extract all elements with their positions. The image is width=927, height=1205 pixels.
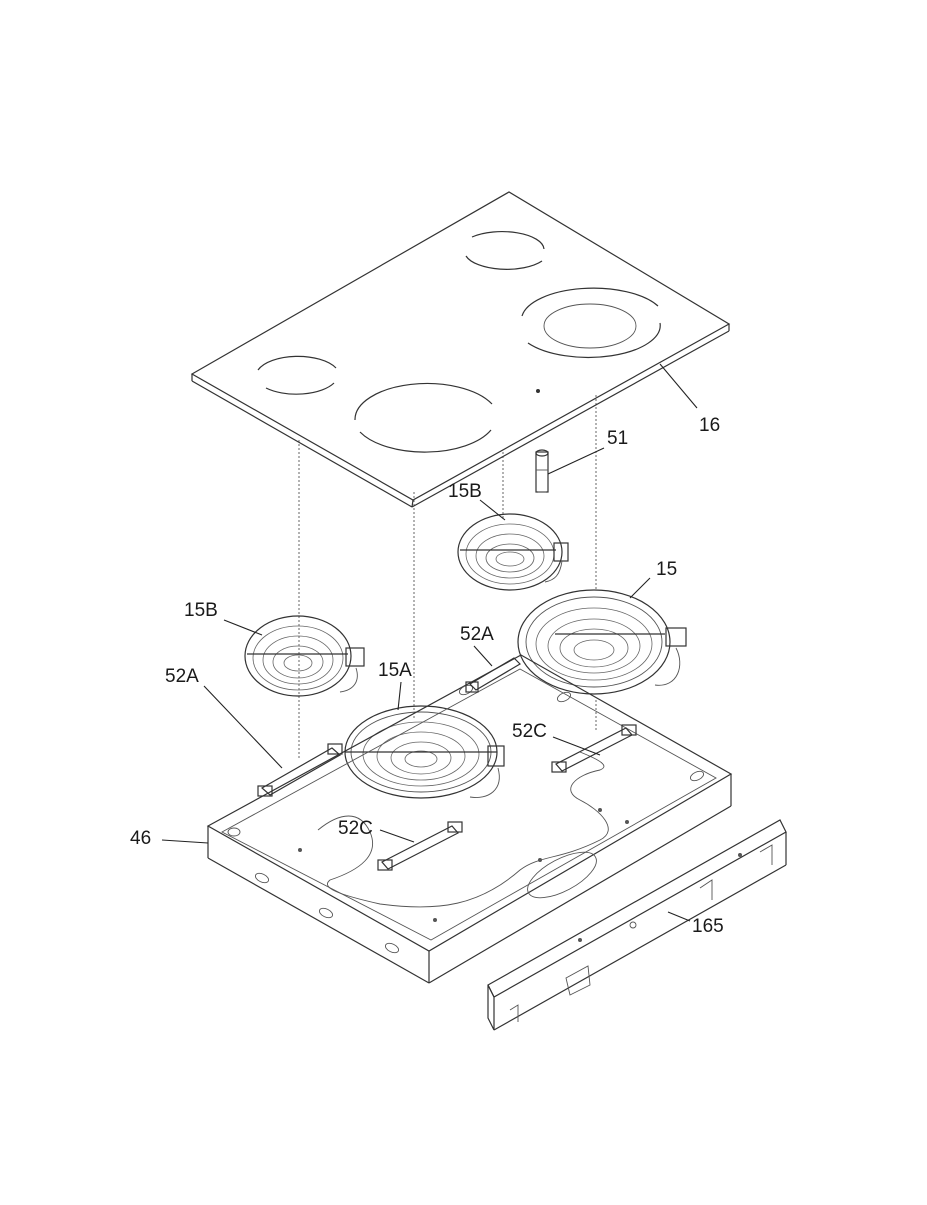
label-16: 16 bbox=[699, 415, 720, 436]
bracket-52c-front bbox=[377, 821, 463, 871]
label-52c-right: 52C bbox=[512, 721, 547, 742]
label-52a-rear: 52A bbox=[460, 624, 494, 645]
label-46: 46 bbox=[130, 828, 151, 849]
label-15b-rear: 15B bbox=[448, 481, 482, 502]
label-15: 15 bbox=[656, 559, 677, 580]
heating-element-15b-rear bbox=[457, 513, 569, 591]
alignment-lines bbox=[298, 395, 597, 760]
label-52a-left: 52A bbox=[165, 666, 199, 687]
heating-element-15b-left bbox=[244, 615, 365, 697]
label-52c-front: 52C bbox=[338, 818, 373, 839]
rear-rail bbox=[487, 819, 787, 1031]
label-15b-left: 15B bbox=[184, 600, 218, 621]
cooktop-glass bbox=[190, 191, 731, 508]
heating-element-15a-front bbox=[344, 705, 505, 799]
part-labels: 16 51 15B 15 15B 52A 52A 15A 52C 52C 46 … bbox=[130, 415, 724, 937]
heating-element-15-right bbox=[517, 589, 687, 695]
burner-box bbox=[206, 654, 733, 984]
label-15a: 15A bbox=[378, 660, 412, 681]
label-51: 51 bbox=[607, 428, 628, 449]
sensor-part bbox=[535, 449, 549, 493]
bracket-52a-rear bbox=[465, 657, 521, 693]
label-165: 165 bbox=[692, 916, 724, 937]
bracket-52a-left bbox=[257, 743, 343, 797]
bracket-52c-right bbox=[551, 724, 637, 773]
leader-lines bbox=[161, 363, 698, 922]
